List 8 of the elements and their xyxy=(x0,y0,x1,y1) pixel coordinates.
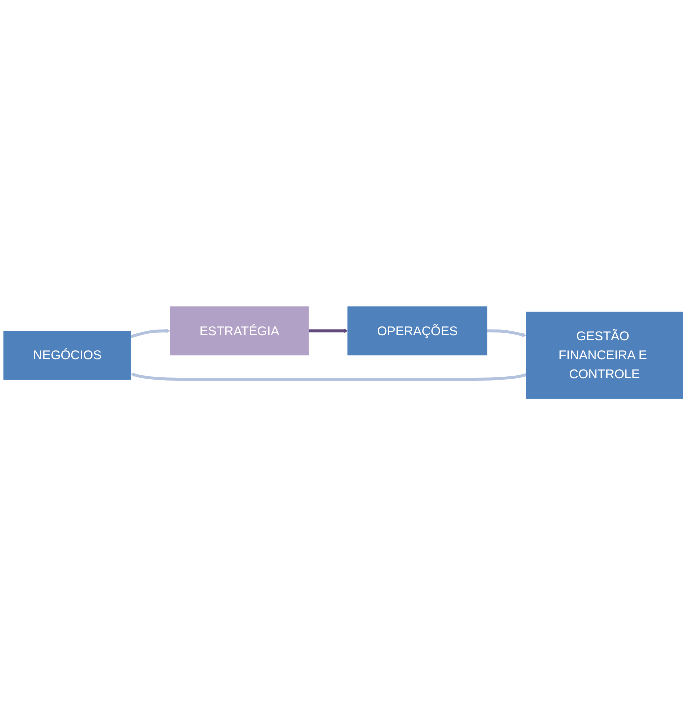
node-box: OPERAÇÕES xyxy=(348,306,488,356)
node-box: ESTRATÉGIA xyxy=(170,306,310,356)
arrow xyxy=(130,329,171,338)
node-box: GESTÃO FINANCEIRA E CONTROLE xyxy=(526,312,684,400)
node-box: NEGÓCIOS xyxy=(4,331,132,380)
arrow xyxy=(308,329,348,334)
arrow xyxy=(131,373,527,382)
arrow xyxy=(487,330,527,338)
